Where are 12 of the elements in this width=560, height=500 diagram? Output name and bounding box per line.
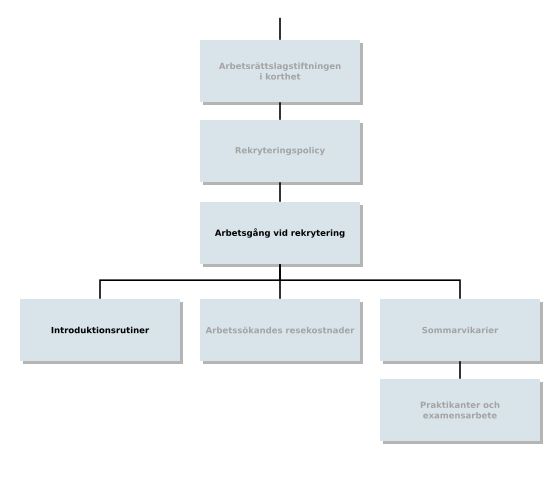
topic-box: Introduktionsrutiner — [20, 299, 183, 364]
topic-box: Rekryteringspolicy — [200, 120, 363, 185]
topic-box: Praktikanter och examensarbete — [380, 379, 543, 444]
connector-line — [279, 264, 461, 299]
connector-line — [279, 182, 281, 202]
topic-box: Arbetsgång vid rekrytering — [200, 202, 363, 267]
topic-box: Arbetsrättslagstiftningen i korthet — [200, 40, 363, 105]
connector-line — [279, 102, 281, 120]
topic-box: Arbetssökandes resekostnader — [200, 299, 363, 364]
connector-line — [459, 361, 461, 379]
connector-line — [279, 18, 281, 40]
topic-box: Sommarvikarier — [380, 299, 543, 364]
